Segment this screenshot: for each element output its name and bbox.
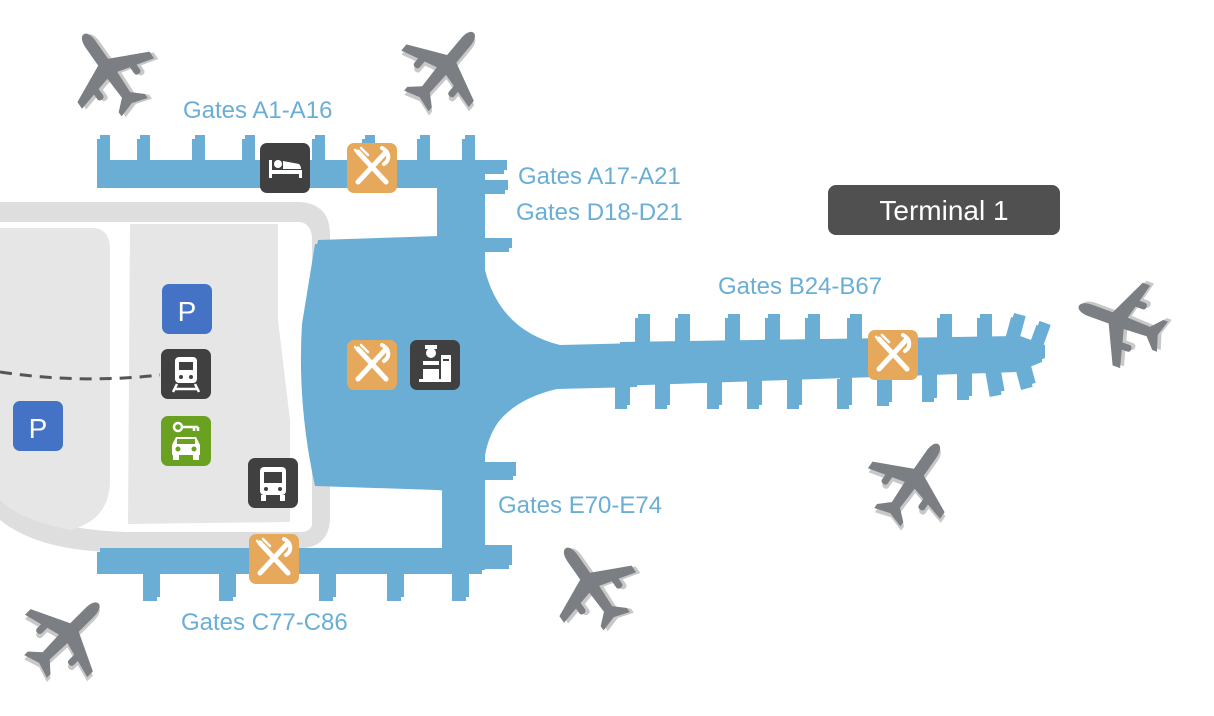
car-rental-icon	[161, 416, 211, 466]
gates-d18-d21-label: Gates D18-D21	[516, 199, 683, 226]
parking-icon: P	[13, 401, 63, 451]
airplane-icon	[1063, 263, 1182, 379]
airplane-icon	[4, 572, 130, 702]
airplane-icon	[47, 9, 175, 134]
fork-knife-icon	[347, 340, 397, 390]
gates-c77-c86-label: Gates C77-C86	[181, 609, 348, 636]
passport-control-icon	[410, 340, 460, 390]
fork-knife-icon	[347, 143, 397, 193]
airplane-icon	[382, 4, 508, 134]
parking-icon: P	[162, 284, 212, 334]
train-icon	[161, 349, 211, 399]
gates-b24-b67-label: Gates B24-B67	[718, 273, 882, 300]
hotel-bed-icon	[260, 143, 310, 193]
airplane-icon	[529, 523, 657, 648]
terminal-label: Terminal 1	[828, 185, 1060, 235]
rail-line	[0, 370, 161, 381]
fork-knife-icon	[868, 330, 918, 380]
airplane-icon	[851, 419, 976, 547]
fork-knife-icon	[249, 534, 299, 584]
gates-e70-e74-label: Gates E70-E74	[498, 492, 662, 519]
parking-center-letter: P	[178, 296, 197, 327]
terminal-title: Terminal 1	[879, 195, 1008, 226]
gates-a1-a16-label: Gates A1-A16	[183, 97, 332, 124]
gates-a17-a21-label: Gates A17-A21	[518, 163, 681, 190]
bus-icon	[248, 458, 298, 508]
parking-left-letter: P	[29, 413, 48, 444]
